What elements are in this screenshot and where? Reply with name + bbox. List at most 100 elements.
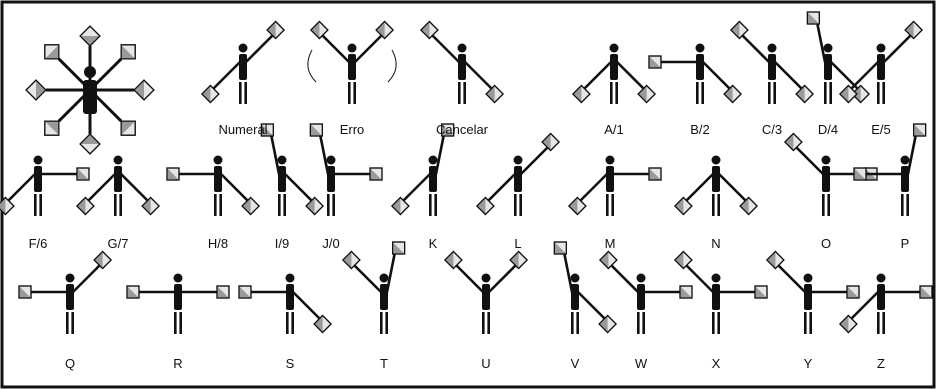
flag-right <box>739 196 758 216</box>
figure-leg-right <box>519 194 522 216</box>
signal-label-numeral: Numeral <box>218 122 268 137</box>
figure-leg-right <box>827 194 830 216</box>
semaphore-figure-y <box>766 250 860 334</box>
figure-leg-left <box>712 312 715 334</box>
semaphore-figure-u <box>444 250 528 334</box>
semaphore-figure-e <box>839 20 923 104</box>
signal-label-x: X <box>711 356 721 371</box>
flag-left <box>391 196 410 216</box>
figure-body <box>482 284 490 310</box>
figure-leg-left <box>712 194 715 216</box>
semaphore-figure-cancelar <box>420 20 504 104</box>
figure-body <box>712 166 720 192</box>
figure-leg-left <box>804 312 807 334</box>
flag-left <box>238 285 252 299</box>
signal-label-v: V <box>570 356 580 371</box>
figure-arm-right <box>283 172 313 202</box>
figure-leg-right <box>291 312 294 334</box>
signal-label-z: Z <box>877 356 885 371</box>
figure-body <box>877 284 885 310</box>
flag-right <box>441 123 455 137</box>
figure-leg-left <box>901 194 904 216</box>
figure-arm-left <box>583 60 613 90</box>
figure-arm-right <box>576 290 606 320</box>
semaphore-figure-s <box>238 273 332 334</box>
flag-right <box>392 241 406 255</box>
figure-leg-left <box>34 194 37 216</box>
flag-left <box>166 167 180 181</box>
figure-head <box>277 155 287 165</box>
signal-label-e: E/5 <box>871 122 891 137</box>
figure-head <box>876 43 886 53</box>
figure-leg-right <box>179 312 182 334</box>
figure-arm-left <box>431 34 461 64</box>
flag-left <box>420 20 439 40</box>
semaphore-figure-b <box>648 43 742 104</box>
figure-body <box>804 284 812 310</box>
figure-leg-right <box>434 194 437 216</box>
flag-right <box>637 84 656 104</box>
figure-arm-left <box>795 146 825 176</box>
flag-left <box>572 84 591 104</box>
figure-leg-right <box>463 82 466 104</box>
figure-head <box>113 155 123 165</box>
semaphore-figure-c <box>730 20 814 104</box>
figure-head <box>900 155 910 165</box>
figure-body <box>514 166 522 192</box>
figure-arm-left <box>321 34 351 64</box>
signal-label-u: U <box>481 356 491 371</box>
figure-head <box>823 43 833 53</box>
figure-head <box>428 155 438 165</box>
flag-left <box>839 314 858 334</box>
signal-label-a: A/1 <box>604 122 624 137</box>
figure-leg-left <box>66 312 69 334</box>
semaphore-figure-r <box>126 273 230 334</box>
figure-leg-right <box>39 194 42 216</box>
figure-arm-right <box>829 60 859 90</box>
figure-leg-left <box>482 312 485 334</box>
figure-leg-right <box>576 312 579 334</box>
figure-arm-right <box>487 264 517 294</box>
figure-body <box>458 54 466 80</box>
figure-body <box>174 284 182 310</box>
figure-leg-right <box>882 312 885 334</box>
figure-arm-left <box>777 264 807 294</box>
erro-arc-right <box>387 49 397 83</box>
figure-leg-left <box>571 312 574 334</box>
signal-label-d: D/4 <box>817 122 839 137</box>
flag-right <box>313 314 332 334</box>
figure-head <box>767 43 777 53</box>
figure-leg-left <box>696 82 699 104</box>
flag-left <box>730 20 749 40</box>
attention-flag <box>44 120 60 136</box>
figure-head <box>65 273 75 283</box>
semaphore-figure-x <box>674 250 768 334</box>
semaphore-figure-p <box>853 123 927 216</box>
signal-label-l: L <box>514 236 522 251</box>
figure-leg-left <box>286 312 289 334</box>
figure-body <box>606 166 614 192</box>
figure-leg-left <box>278 194 281 216</box>
figure-body <box>877 54 885 80</box>
flag-left <box>126 285 140 299</box>
figure-body <box>66 284 74 310</box>
flag-left <box>839 84 858 104</box>
figure-arm-left <box>685 264 715 294</box>
flag-left <box>806 11 821 25</box>
flag-left <box>444 250 463 270</box>
figure-arm-left <box>269 132 281 176</box>
figure-arm-right <box>385 250 397 294</box>
semaphore-figure-z <box>839 273 933 334</box>
figure-head <box>636 273 646 283</box>
flag-left <box>553 241 568 255</box>
flag-left <box>76 196 95 216</box>
attention-flag <box>120 120 136 136</box>
figure-arm-left <box>353 264 383 294</box>
figure-body <box>696 54 704 80</box>
flag-left <box>309 123 323 137</box>
figure-body <box>34 166 42 192</box>
figure-body <box>83 80 97 114</box>
figure-head <box>457 43 467 53</box>
figure-arm-right <box>717 172 747 202</box>
